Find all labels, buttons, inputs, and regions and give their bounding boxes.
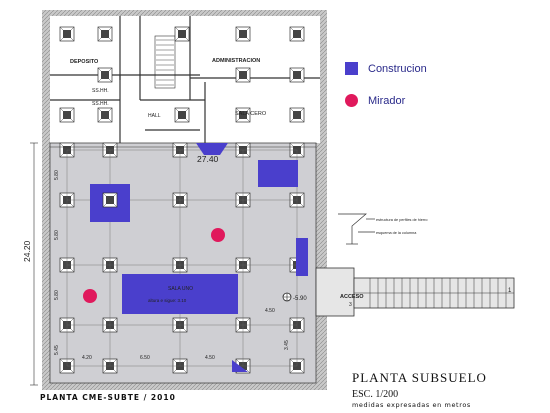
legend-item-mirador: Mirador	[345, 94, 405, 107]
stairs	[154, 35, 176, 89]
construction-marks	[90, 143, 308, 372]
legend-label-construcion: Construcion	[368, 62, 427, 75]
dim-edge-number: 1	[508, 288, 512, 294]
column-detail-sketch	[338, 213, 375, 245]
dim-bay-2: 5.80	[54, 230, 60, 240]
level-marker	[282, 292, 292, 302]
room-partitions	[50, 16, 320, 143]
plan-title: PLANTA SUBSUELO	[352, 370, 487, 385]
detail-notes: estructura de perfiles de hierro esquema…	[376, 218, 428, 235]
dim-bottom-1: 4.20	[82, 355, 92, 361]
dim-bottom-4: 4.50	[265, 308, 275, 314]
dim-right-1: 3.45	[284, 340, 290, 350]
label-ss-hh-bottom: SS.HH.	[92, 101, 109, 107]
note-column-structure: estructura de perfiles de hierro	[376, 218, 428, 222]
dim-level: -5.90	[293, 296, 307, 302]
legend-label-mirador: Mirador	[368, 94, 406, 107]
construction-block-sala-uno	[122, 274, 238, 314]
construction-block-bottom	[232, 360, 248, 372]
outer-dimension-lines	[30, 142, 316, 386]
construction-block-2	[258, 160, 298, 187]
label-sala-uno-note: altura e sigue: 3.10	[148, 298, 187, 303]
mirador-points	[83, 228, 225, 303]
dimension-labels: 27.40 24.20 5.80 5.80 5.80 5.45 4.20 6.5…	[22, 154, 512, 361]
note-column-scheme: esquema de la columna	[376, 231, 417, 235]
label-sala-uno: SALA UNO	[168, 286, 193, 292]
title-block: PLANTA SUBSUELO ESC. 1/200 medidas expre…	[352, 370, 487, 409]
dim-bay-1: 5.80	[54, 170, 60, 180]
label-acceso-number: 3	[349, 302, 352, 308]
legend-item-construcion: Construcion	[345, 62, 427, 75]
dim-bay-3: 5.80	[54, 290, 60, 300]
plan-caption: PLANTA CME-SUBTE / 2010	[40, 393, 176, 402]
label-administracion: ADMINISTRACION	[212, 58, 260, 64]
legend-square-icon	[345, 62, 358, 75]
dim-bay-4: 5.45	[54, 345, 60, 355]
access-corridor	[315, 267, 515, 317]
construction-block-top	[196, 143, 228, 155]
label-deposito: DEPOSITO	[70, 59, 99, 65]
dim-bottom-2: 6.50	[140, 355, 150, 361]
dim-width-total: 27.40	[197, 154, 219, 164]
mirador-point-2	[83, 289, 97, 303]
label-sala-cero: SALA CERO	[235, 111, 267, 117]
dim-height-total: 24.20	[22, 240, 32, 262]
plan-units: medidas expresadas en metros	[352, 401, 471, 409]
construction-block-access	[296, 238, 308, 276]
label-ss-hh-top: SS.HH.	[92, 88, 109, 94]
room-labels: DEPOSITO ADMINISTRACION SS.HH. SS.HH. HA…	[70, 58, 364, 308]
label-hall: HALL	[148, 113, 161, 119]
dim-bottom-3: 4.50	[205, 355, 215, 361]
legend-circle-icon	[345, 94, 358, 107]
plan-scale: ESC. 1/200	[352, 389, 399, 400]
label-acceso: ACCESO	[340, 294, 364, 300]
mirador-point-1	[211, 228, 225, 242]
